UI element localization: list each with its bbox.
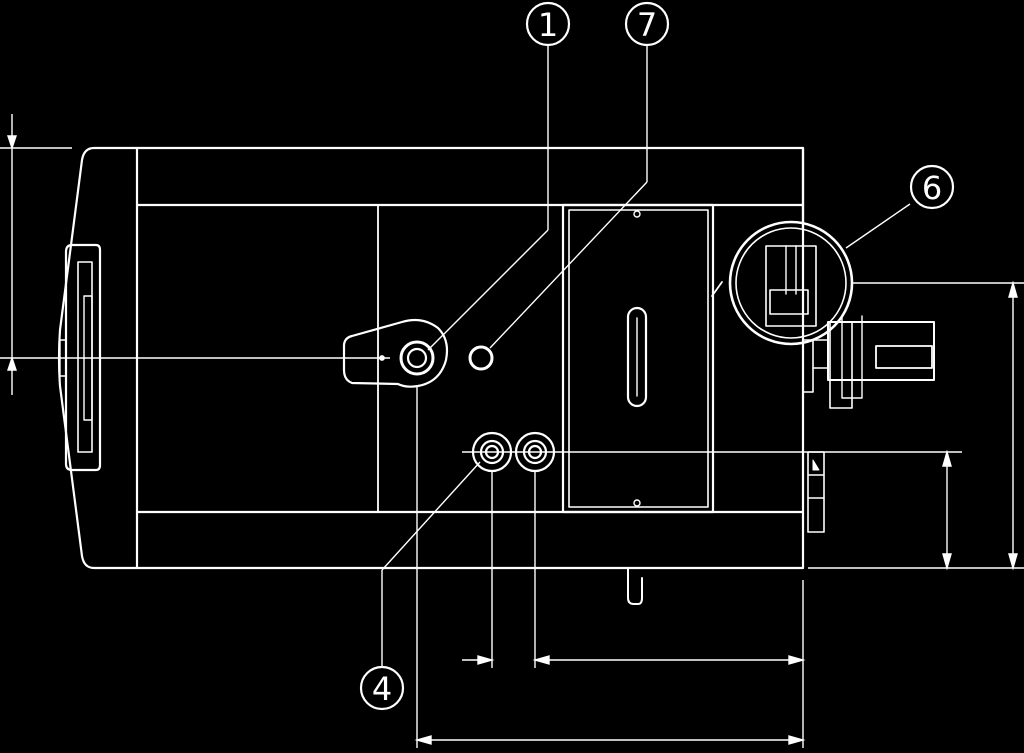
callout-7: 7 (624, 1, 670, 47)
cover-plate (561, 203, 723, 514)
callout-4: 4 (359, 665, 405, 711)
bottom-hook (627, 567, 643, 605)
svg-text:7: 7 (637, 6, 657, 44)
callout-6: 6 (909, 164, 955, 210)
dimension-lines (0, 46, 1024, 748)
positioning-hole (468, 345, 494, 371)
callout-1: 1 (525, 1, 571, 47)
svg-text:4: 4 (372, 670, 392, 708)
svg-text:1: 1 (538, 6, 558, 44)
svg-text:6: 6 (922, 169, 942, 207)
